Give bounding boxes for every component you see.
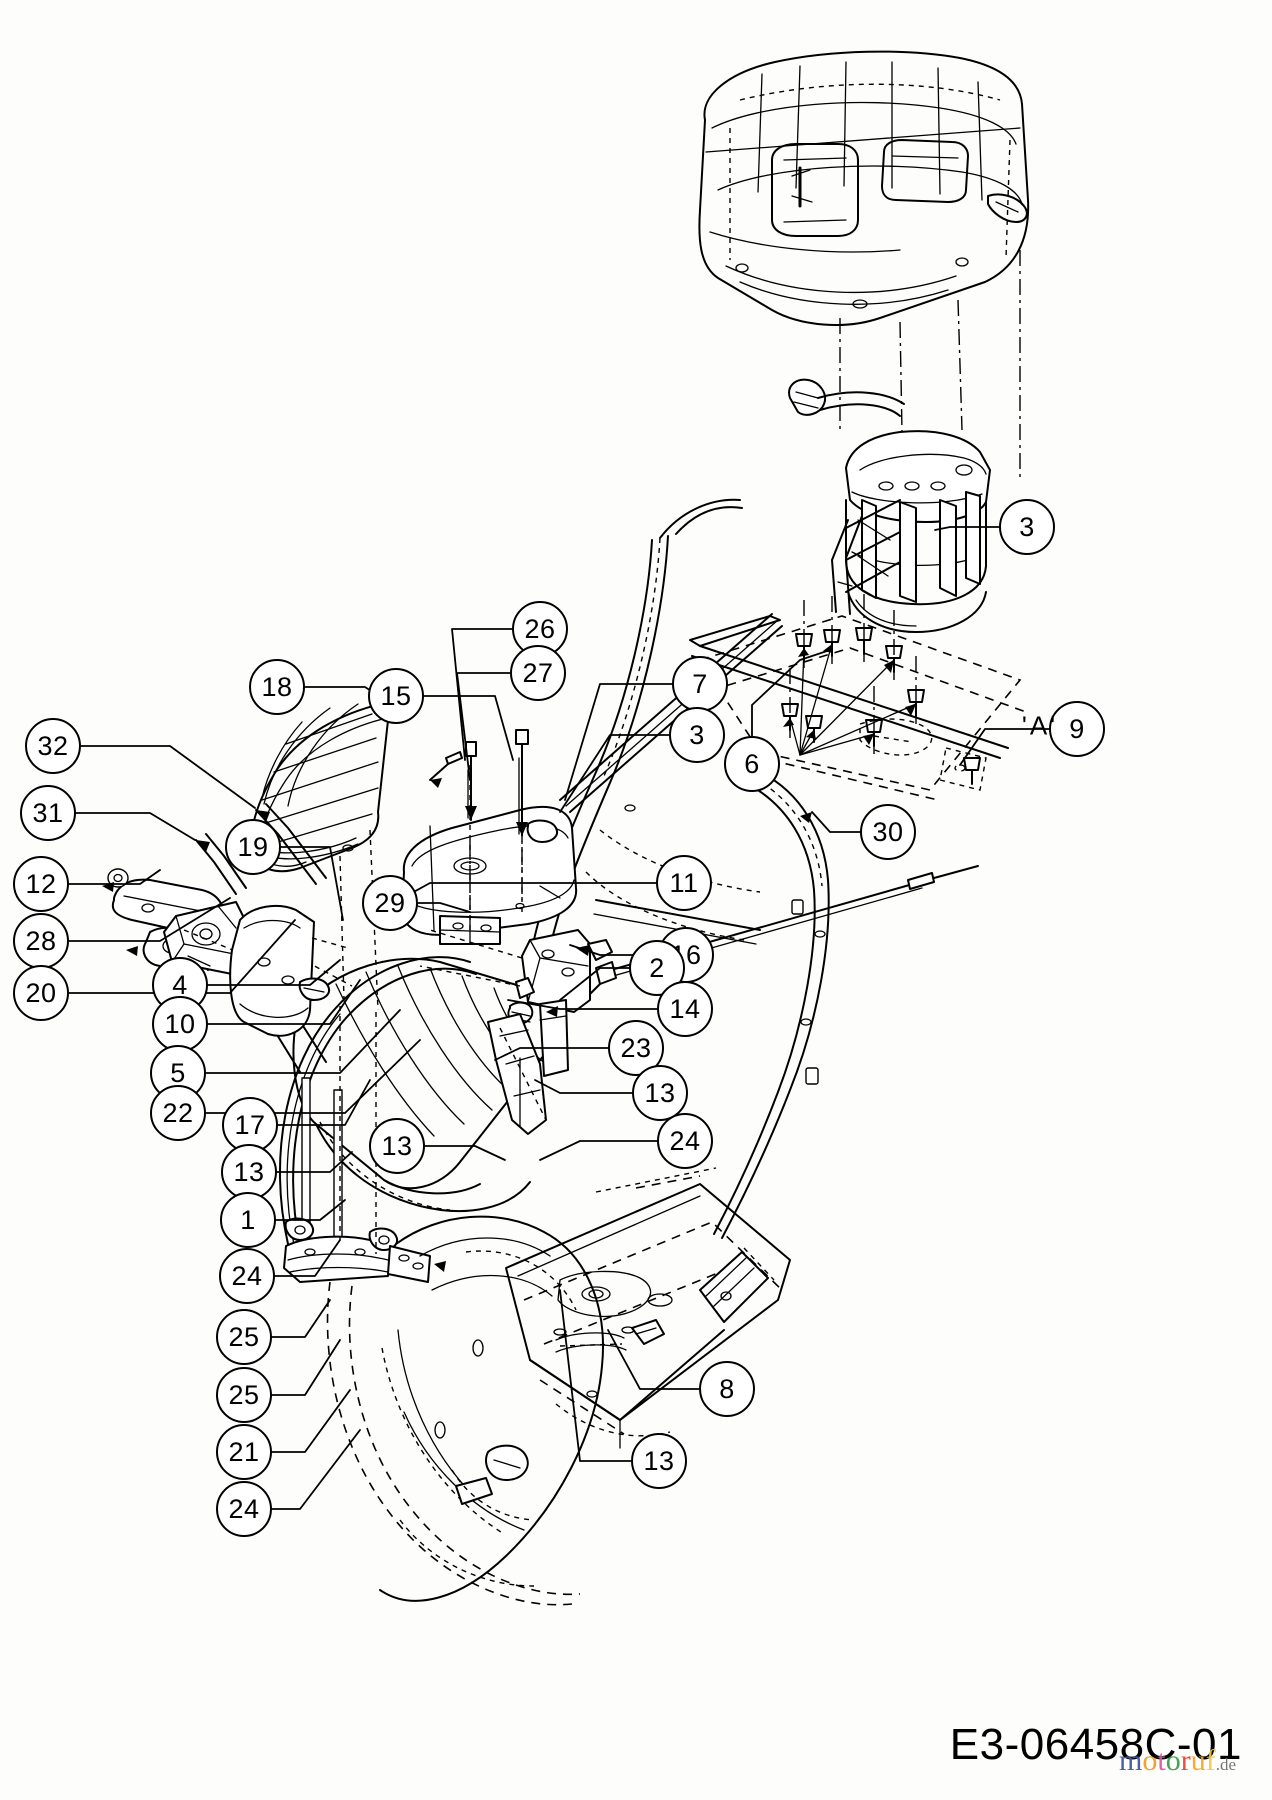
callout-label: 6 xyxy=(744,748,760,779)
callout-24[interactable]: 24 xyxy=(657,1113,713,1169)
callout-15[interactable]: 15 xyxy=(368,668,424,724)
callout-label: 29 xyxy=(374,887,406,918)
callout-label: 11 xyxy=(669,867,699,898)
callout-6[interactable]: 6 xyxy=(724,736,780,792)
callout-31[interactable]: 31 xyxy=(20,785,76,841)
callout-label: 13 xyxy=(643,1445,675,1476)
callout-13[interactable]: 13 xyxy=(369,1118,425,1174)
callout-28[interactable]: 28 xyxy=(13,913,69,969)
callout-label: 17 xyxy=(234,1109,266,1140)
callout-12[interactable]: 12 xyxy=(13,856,69,912)
callout-label: 14 xyxy=(669,993,701,1024)
callout-label: 27 xyxy=(522,657,554,688)
callout-18[interactable]: 18 xyxy=(249,659,305,715)
callout-label: 25 xyxy=(228,1321,260,1352)
callout-label: 30 xyxy=(872,816,904,847)
callout-29[interactable]: 29 xyxy=(362,875,418,931)
callout-3[interactable]: 3 xyxy=(999,499,1055,555)
callout-3[interactable]: 3 xyxy=(669,707,725,763)
callout-11[interactable]: 11 xyxy=(656,855,712,911)
callout-label: 4 xyxy=(172,969,188,1000)
callout-7[interactable]: 7 xyxy=(672,656,728,712)
callout-label: 15 xyxy=(380,680,412,711)
callout-24[interactable]: 24 xyxy=(219,1248,275,1304)
chute-control-head xyxy=(788,378,991,633)
callout-label: 26 xyxy=(524,613,556,644)
callout-13[interactable]: 13 xyxy=(632,1065,688,1121)
callout-21[interactable]: 21 xyxy=(216,1424,272,1480)
callout-label: 24 xyxy=(228,1493,260,1524)
section-label-a: 'A' xyxy=(1021,710,1059,741)
callout-1[interactable]: 1 xyxy=(220,1192,276,1248)
callout-label: 5 xyxy=(170,1057,186,1088)
callout-label: 24 xyxy=(231,1260,263,1291)
site-watermark: motoruf.de xyxy=(1119,1744,1236,1777)
callout-label: 3 xyxy=(1019,511,1035,542)
callout-label: 3 xyxy=(689,719,705,750)
callout-label: 22 xyxy=(162,1097,194,1128)
callout-label: 2 xyxy=(649,952,665,983)
tank-cover-assembly xyxy=(401,729,578,945)
callout-label: 19 xyxy=(237,831,269,862)
callout-label: 20 xyxy=(25,977,57,1008)
callout-25[interactable]: 25 xyxy=(216,1309,272,1365)
fastener-group-a xyxy=(781,594,981,785)
callout-label: 13 xyxy=(233,1156,265,1187)
callout-label: 31 xyxy=(32,797,64,828)
callout-14[interactable]: 14 xyxy=(657,981,713,1037)
callout-label: 25 xyxy=(228,1379,260,1410)
callout-30[interactable]: 30 xyxy=(860,804,916,860)
upper-shroud-assembly xyxy=(698,50,1030,326)
chute-pivot-ear xyxy=(229,904,349,1037)
callout-20[interactable]: 20 xyxy=(13,965,69,1021)
callout-label: 8 xyxy=(719,1373,735,1404)
callout-25[interactable]: 25 xyxy=(216,1367,272,1423)
callout-label: 18 xyxy=(261,671,293,702)
callout-label: 24 xyxy=(669,1125,701,1156)
callout-22[interactable]: 22 xyxy=(150,1085,206,1141)
callout-label: 13 xyxy=(644,1077,676,1108)
callout-10[interactable]: 10 xyxy=(152,996,208,1052)
callout-label: 13 xyxy=(381,1130,413,1161)
callout-label: 28 xyxy=(25,925,57,956)
callout-label: 12 xyxy=(25,868,57,899)
callout-24[interactable]: 24 xyxy=(216,1481,272,1537)
handle-bracket-assembly xyxy=(419,929,613,1135)
callout-19[interactable]: 19 xyxy=(225,819,281,875)
callout-9[interactable]: 9 xyxy=(1049,701,1105,757)
assembly-alignment-lines xyxy=(839,250,1021,480)
callout-label: 7 xyxy=(692,668,708,699)
callout-label: 23 xyxy=(620,1032,652,1063)
callout-23[interactable]: 23 xyxy=(608,1020,664,1076)
callout-32[interactable]: 32 xyxy=(25,718,81,774)
callout-label: 1 xyxy=(240,1204,256,1235)
callout-label: 32 xyxy=(37,730,69,761)
callout-label: 21 xyxy=(228,1436,260,1467)
document-code: E3-06458C-01 xyxy=(949,1720,1242,1769)
callout-8[interactable]: 8 xyxy=(699,1361,755,1417)
callout-27[interactable]: 27 xyxy=(510,645,566,701)
callout-label: 9 xyxy=(1069,713,1085,744)
callout-13[interactable]: 13 xyxy=(631,1433,687,1489)
callout-label: 10 xyxy=(164,1008,196,1039)
